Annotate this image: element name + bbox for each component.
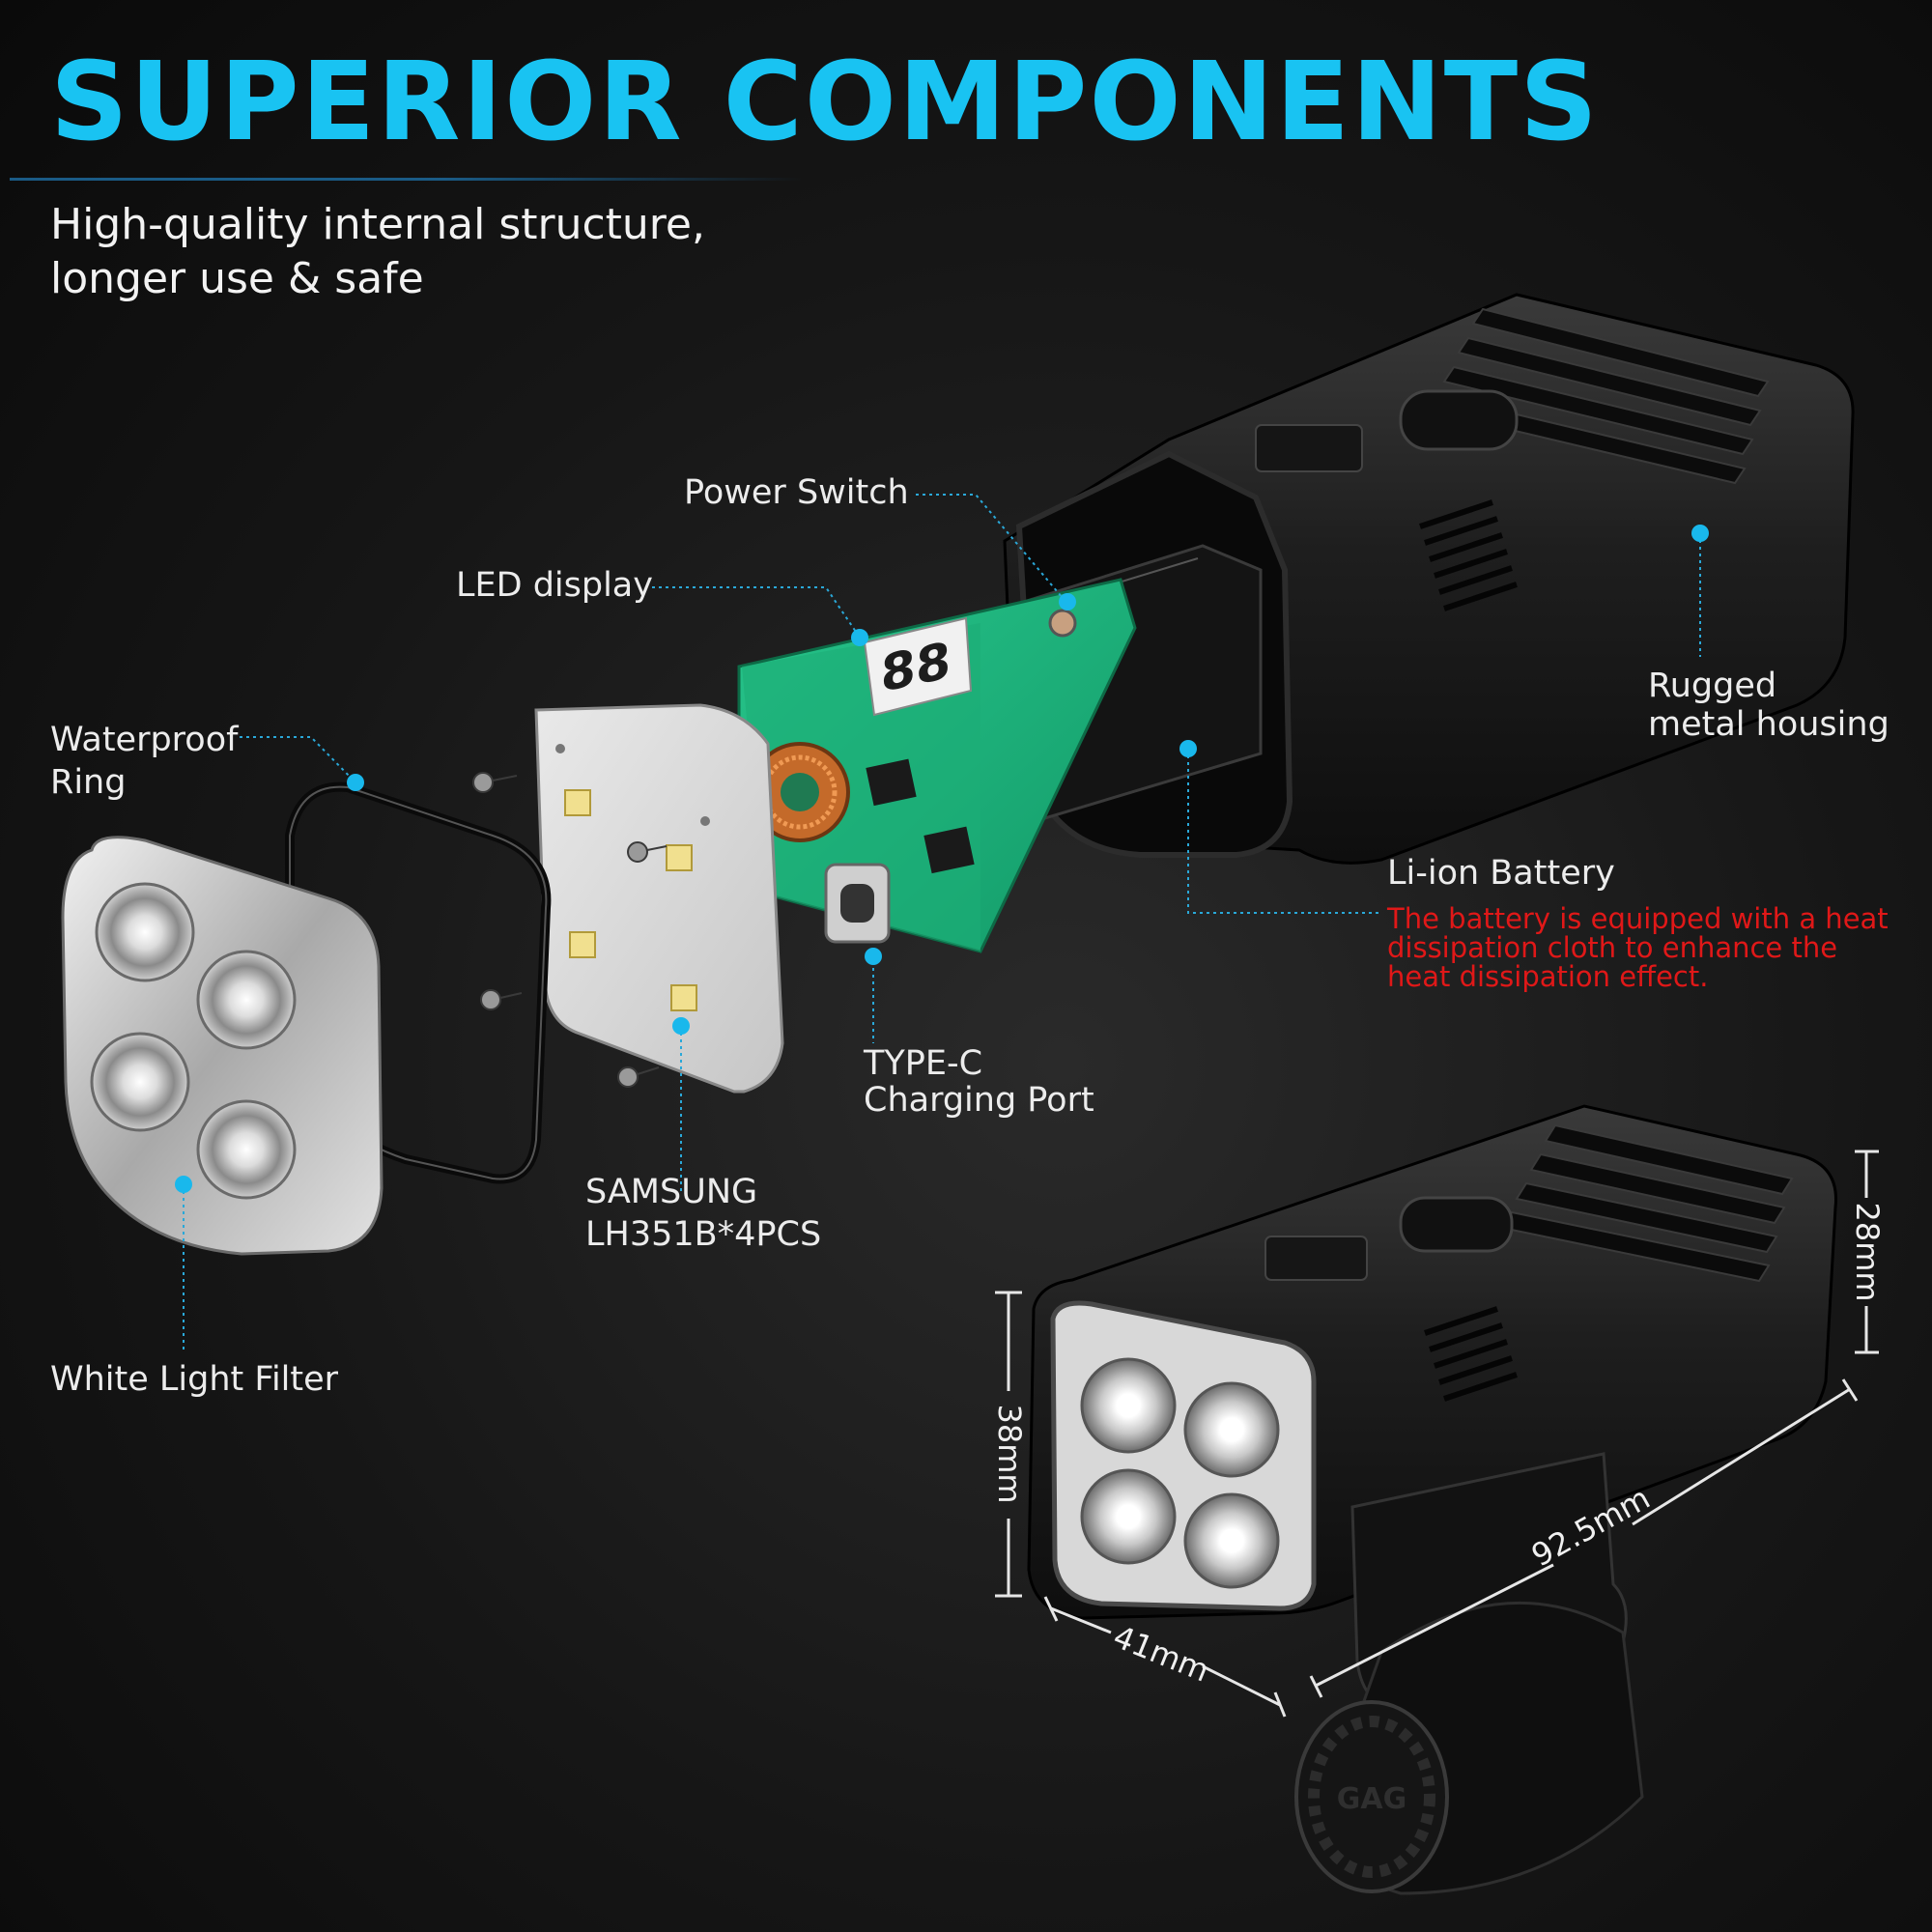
mount-logo: GAG <box>1337 1782 1406 1816</box>
screws <box>472 772 668 1088</box>
callout-battery-title: Li-ion Battery <box>1387 854 1615 893</box>
callout-leaders <box>183 494 1701 1352</box>
callout-type-c-line-1: TYPE-C <box>864 1044 983 1083</box>
title-underline <box>10 178 802 181</box>
dimension-height-front: 38mm <box>991 1404 1028 1503</box>
callout-led-chip: SAMSUNG LH351B*4PCS <box>585 1171 821 1256</box>
led-display-panel: 88 <box>863 616 973 717</box>
callout-dots <box>175 525 1709 1193</box>
pcb-board <box>737 578 1137 953</box>
led-plate <box>534 703 784 1094</box>
battery-note-line-3: heat dissipation effect. <box>1387 960 1709 993</box>
white-light-filter <box>61 836 384 1256</box>
callout-housing-line-1: Rugged <box>1648 667 1777 705</box>
callout-white-light-filter: White Light Filter <box>50 1360 339 1399</box>
callout-waterproof-ring-line-1: Waterproof <box>50 721 239 759</box>
callout-housing: Rugged metal housing <box>1648 667 1889 744</box>
callout-power-switch: Power Switch <box>684 473 909 512</box>
subtitle-line-2: longer use & safe <box>50 254 424 303</box>
callout-battery-note: The battery is equipped with a heat diss… <box>1387 904 1889 991</box>
callout-waterproof-ring-line-2: Ring <box>50 763 127 802</box>
callout-type-c: TYPE-C Charging Port <box>864 1045 1094 1119</box>
dimension-lines <box>995 1150 1879 1718</box>
callout-led-chip-line-2: LH351B*4PCS <box>585 1215 822 1254</box>
callout-type-c-line-2: Charging Port <box>864 1081 1094 1120</box>
subtitle: High-quality internal structure, longer … <box>50 198 705 306</box>
assembled-bike-light: GAG <box>1027 1104 1837 1895</box>
callout-led-display: LED display <box>456 566 653 605</box>
page-title: SUPERIOR COMPONENTS <box>50 40 1600 165</box>
callout-housing-line-2: metal housing <box>1648 705 1889 744</box>
dimension-height-rear: 28mm <box>1849 1202 1886 1301</box>
battery-note-line-2: dissipation cloth to enhance the <box>1387 931 1838 964</box>
callout-led-chip-line-1: SAMSUNG <box>585 1173 758 1211</box>
battery-note-line-1: The battery is equipped with a heat <box>1387 902 1889 935</box>
subtitle-line-1: High-quality internal structure, <box>50 200 705 249</box>
callout-waterproof-ring: Waterproof Ring <box>50 719 238 804</box>
dimension-width: 41mm <box>1108 1618 1214 1690</box>
